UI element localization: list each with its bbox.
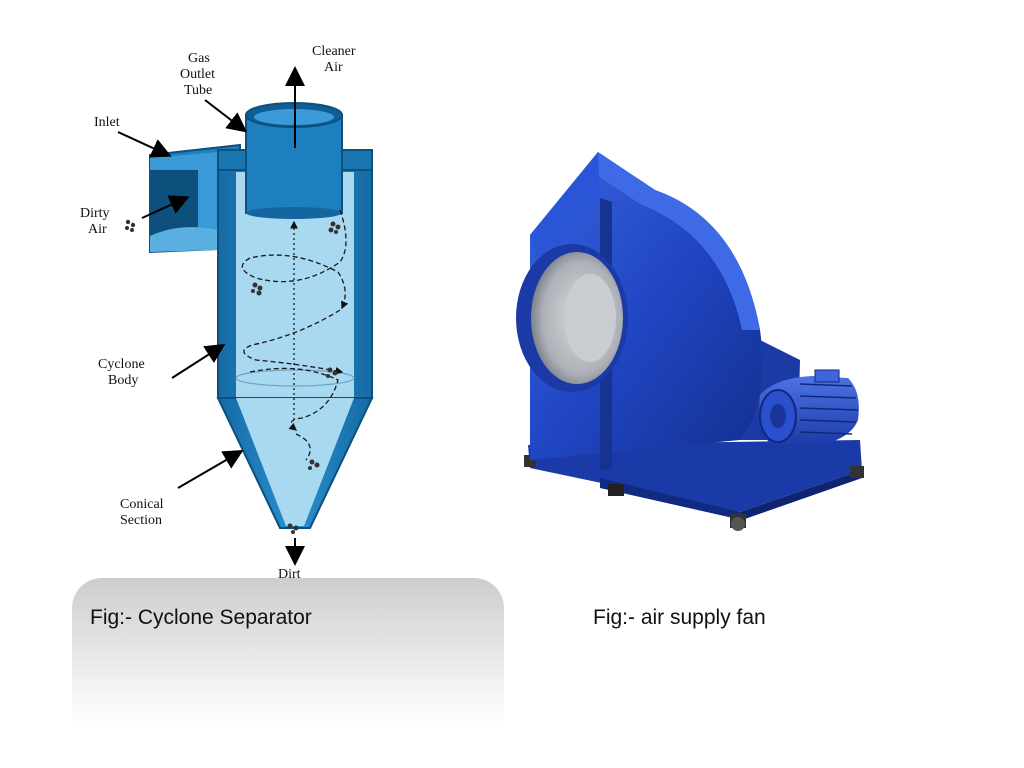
label-dirt: Dirt bbox=[278, 567, 301, 582]
label-dirty-air-line1: Dirty bbox=[80, 206, 110, 221]
label-cyclone-body-line2: Body bbox=[108, 373, 138, 388]
label-cleaner-air-line2: Air bbox=[324, 60, 343, 75]
label-gas-outlet-line3: Tube bbox=[184, 83, 212, 98]
label-cleaner-air-line1: Cleaner bbox=[312, 44, 356, 59]
fan-inlet-opening bbox=[516, 244, 628, 392]
label-cyclone-body-line1: Cyclone bbox=[98, 357, 145, 372]
caption-cyclone-separator: Fig:- Cyclone Separator bbox=[90, 606, 312, 629]
label-gas-outlet-line2: Outlet bbox=[180, 67, 215, 82]
caption-reflection-panel bbox=[72, 578, 504, 728]
label-dirty-air-line2: Air bbox=[88, 222, 107, 237]
label-inlet: Inlet bbox=[94, 115, 120, 130]
airflow-swirl-paths bbox=[241, 209, 349, 461]
diagram-labels: Gas Outlet Tube Cleaner Air Inlet Dirty … bbox=[80, 44, 356, 582]
label-conical-section-line1: Conical bbox=[120, 497, 164, 512]
label-gas-outlet-line1: Gas bbox=[188, 51, 210, 66]
caption-air-supply-fan: Fig:- air supply fan bbox=[593, 606, 766, 629]
dirt-particles bbox=[125, 219, 341, 534]
label-conical-section-line2: Section bbox=[120, 513, 162, 528]
cyclone-conical-shell bbox=[216, 369, 374, 529]
label-leader-arrows bbox=[117, 66, 305, 566]
